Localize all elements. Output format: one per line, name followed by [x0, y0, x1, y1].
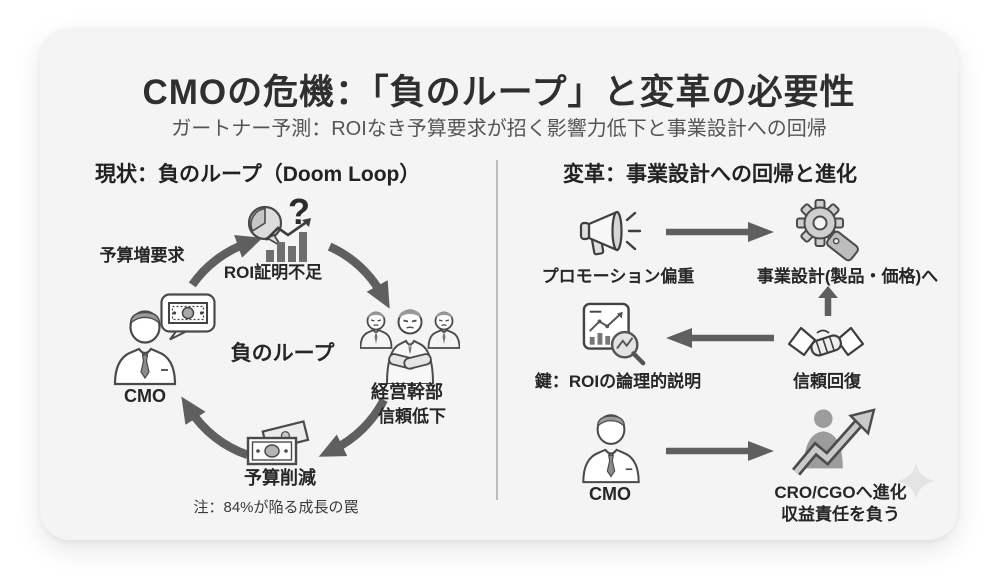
row1-from-label: プロモーション偏重: [541, 267, 695, 286]
cycle-arrow-roi-to-executives: [327, 242, 390, 309]
row2-to-label: 信頼回復: [793, 372, 861, 391]
money-bubble-icon: [160, 293, 216, 341]
handshake-icon: [787, 326, 865, 357]
node-cmo-label: CMO: [124, 386, 166, 406]
person-growth-icon: [792, 408, 876, 476]
chart-magnifier-icon: [582, 302, 646, 366]
sparkle-watermark: [897, 462, 935, 500]
cmo-person-right-icon: [582, 414, 640, 484]
row2-from-label: 鍵：ROIの論理的説明: [534, 372, 702, 391]
cycle-arrow-executives-to-cut: [318, 397, 388, 457]
gear-tag-icon: [796, 199, 859, 262]
arrow-right-row1: [666, 222, 774, 242]
cycle-arrow-cmo-to-roi: [188, 235, 263, 288]
executives-icon: [360, 309, 460, 384]
bar-growth-icon: [265, 218, 311, 262]
node-roi-label: ROI証明不足: [223, 263, 323, 282]
budget-cut-note: 注：84%が陥る成長の罠: [193, 499, 359, 516]
megaphone-icon: [579, 210, 642, 256]
page-title: CMOの危機：「負のループ」と変革の必要性: [142, 73, 856, 112]
cycle-arrow-cut-to-cmo: [181, 396, 249, 459]
node-executives-label: 経営幹部: [371, 382, 443, 402]
cmo-person-icon: [113, 310, 177, 386]
row3-from-label: CMO: [589, 484, 631, 504]
arrow-up-trust: [818, 286, 838, 316]
money-stack-icon: [246, 420, 310, 466]
page-subtitle: ガートナー予測：ROIなき予算要求が招く影響力低下と事業設計への回帰: [171, 118, 827, 140]
node-executives-sublabel: 信頼低下: [378, 407, 446, 426]
node-budget-cut-label: 予算削減: [244, 468, 316, 488]
arrow-right-row3: [666, 441, 774, 461]
arrow-left-row2: [666, 328, 774, 348]
row3-to-sublabel: 収益責任を負う: [781, 505, 900, 524]
cycle-arrows: [181, 235, 390, 459]
edge-label-budget-increase: 予算増要求: [99, 246, 185, 265]
left-section-header: 現状：負のループ（Doom Loop）: [95, 163, 421, 186]
row1-to-label: 事業設計(製品・価格)へ: [756, 267, 939, 286]
right-section-header: 変革：事業設計への回帰と進化: [563, 163, 857, 186]
row3-to-label: CRO/CGOへ進化: [774, 483, 907, 502]
cycle-center-label: 負のループ: [230, 342, 335, 365]
vertical-divider: [496, 160, 498, 500]
